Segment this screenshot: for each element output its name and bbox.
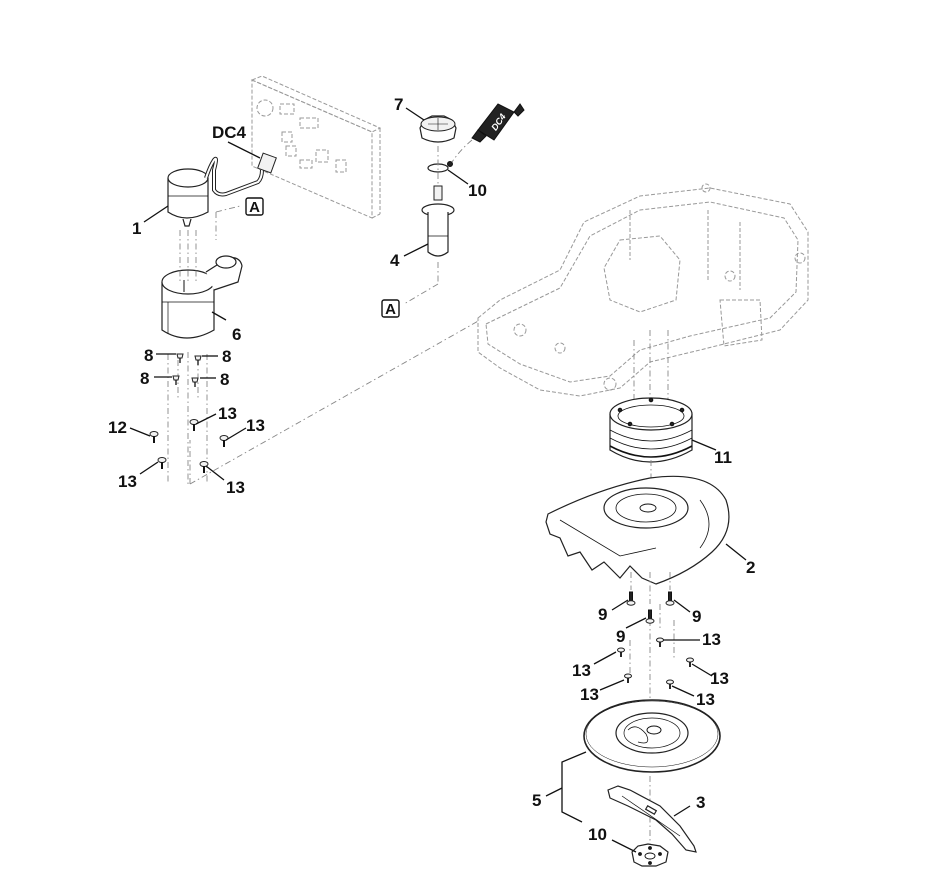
alignment-lines-center [403,146,439,305]
callout-9: 9 [616,627,625,646]
callout-13: 13 [246,416,265,435]
callout-8: 8 [144,346,153,365]
blade [607,785,697,853]
screws-9 [626,591,675,624]
callout-8: 8 [222,347,231,366]
screws-8 [172,353,202,387]
callout-13: 13 [696,690,715,709]
callout-8: 8 [140,369,149,388]
bellows-ring [609,397,693,463]
callout-7: 7 [394,95,403,114]
callout-3: 3 [696,793,705,812]
spindle [421,185,455,257]
cutting-disc [583,699,721,773]
callout-13: 13 [218,404,237,423]
leader-lines [129,107,747,853]
dc4-grease-tube: DC4 [447,103,525,167]
callout-13: 13 [702,630,721,649]
callout-5: 5 [532,791,541,810]
motor [167,152,277,227]
callout-13: 13 [118,472,137,491]
motor-housing [161,255,243,339]
callout-11: 10 [468,181,487,200]
adjustment-knob [419,115,457,143]
callout-dc4: DC4 [212,123,247,142]
reference-marker-a-2: A [381,299,400,318]
callout-4: 4 [390,251,400,270]
callout-1: 1 [132,219,141,238]
callout-9: 9 [598,605,607,624]
reference-marker-a-1: A [245,197,264,216]
callout-13: 12 [108,418,127,437]
screws-13-right [617,637,694,689]
callout-13: 13 [580,685,599,704]
callout-13: 13 [572,661,591,680]
callout-8: 8 [220,370,229,389]
chassis-ghost [477,183,809,420]
callout-2: 2 [746,558,755,577]
callout-6: 6 [232,325,241,344]
callout-9: 9 [692,607,701,626]
deck-housing [545,475,730,585]
callout-10: 10 [588,825,607,844]
callout-13: 13 [710,669,729,688]
reference-marker-text: A [385,301,396,318]
callout-13: 13 [226,478,245,497]
reference-marker-text: A [249,199,260,216]
control-board-ghost [250,75,382,219]
blade-hub [631,843,669,867]
callout-12: 11 [714,448,732,467]
screws-13-left [149,419,229,473]
